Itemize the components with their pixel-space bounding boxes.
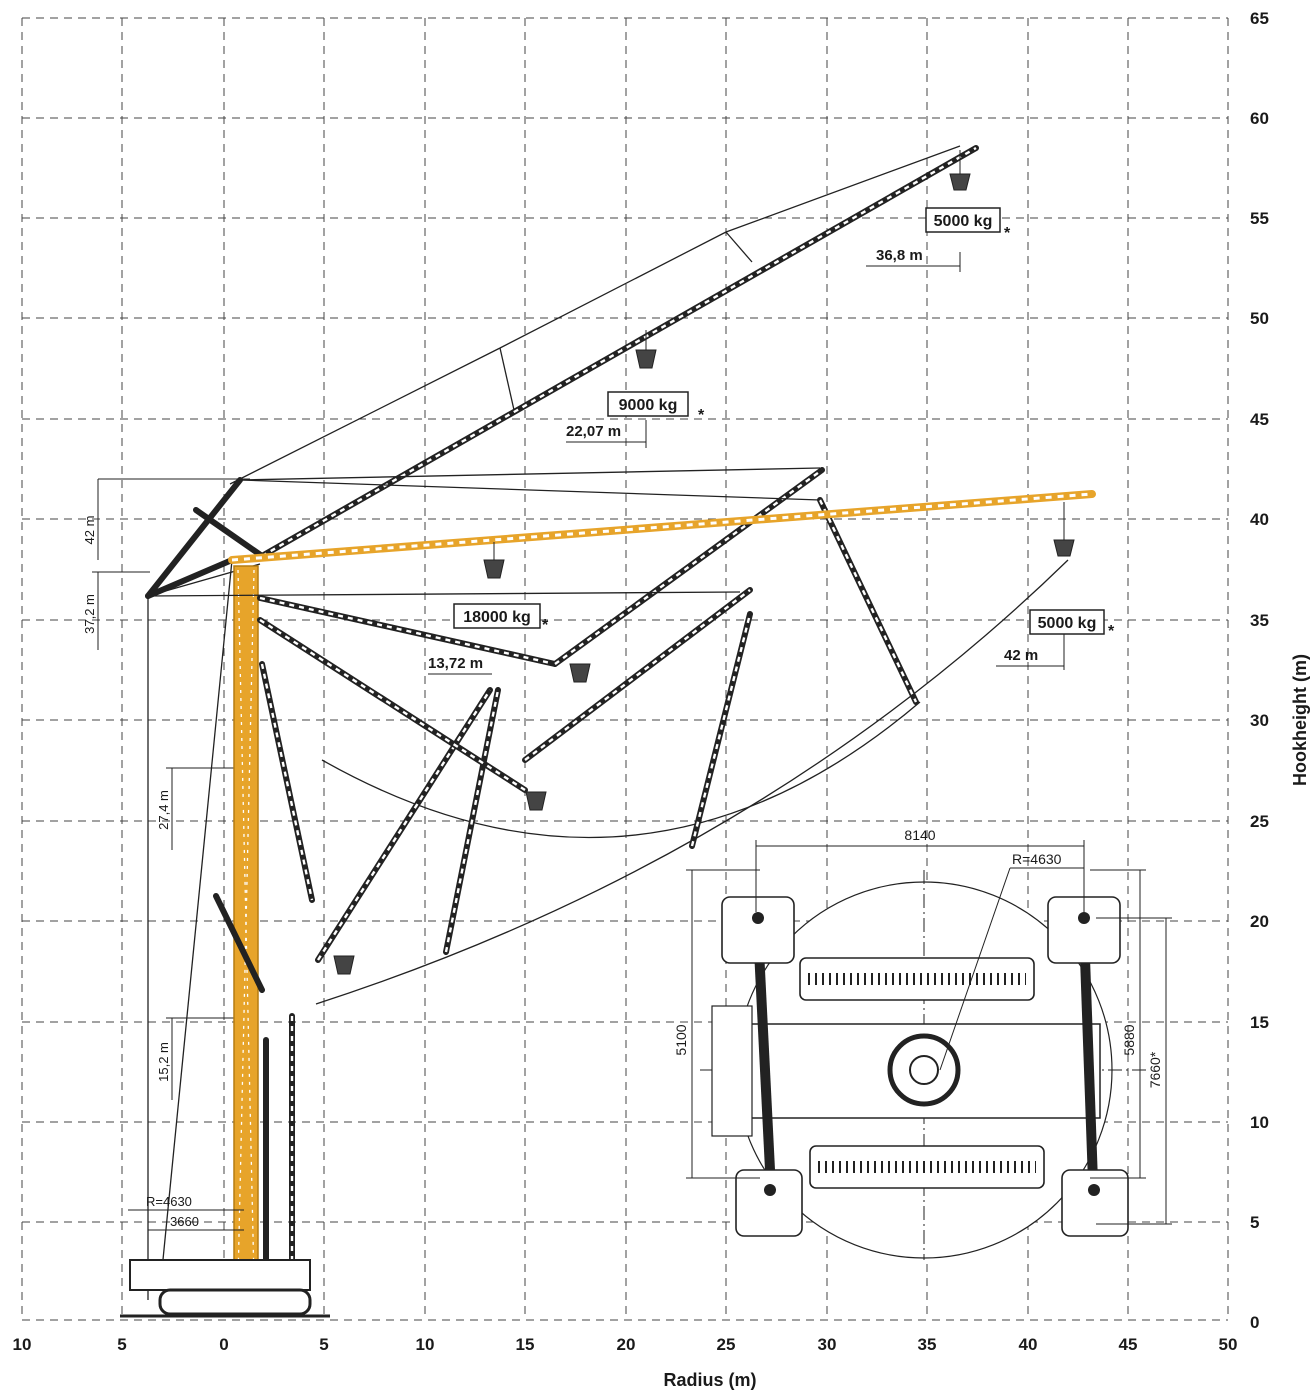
working-envelope-curve <box>315 559 1069 1005</box>
y-tick: 60 <box>1250 109 1269 128</box>
x-tick: 20 <box>617 1335 636 1354</box>
y-tick: 20 <box>1250 912 1269 931</box>
y-tick: 5 <box>1250 1213 1259 1232</box>
plan-left-height-label: 5100 <box>673 1024 689 1055</box>
y-tick: 35 <box>1250 611 1269 630</box>
hook-tip-horizontal <box>1053 502 1075 557</box>
plan-right-height-b-label: 7660* <box>1147 1051 1163 1088</box>
load-label-tip-horizontal: 5000 kg * 42 m <box>1004 609 1115 664</box>
load-radius: 22,07 m <box>566 423 621 440</box>
hook-tip-high <box>949 150 971 191</box>
height-label-37: 37,2 m <box>82 594 97 634</box>
plan-width-label: 8140 <box>904 827 935 843</box>
hook-mid-high <box>635 330 657 369</box>
y-tick: 50 <box>1250 309 1269 328</box>
y-tick: 10 <box>1250 1113 1269 1132</box>
plan-radius-label: R=4630 <box>1012 851 1062 867</box>
y-tick: 25 <box>1250 812 1269 831</box>
load-label-mid-high: 9000 kg * 22,07 m <box>566 391 705 440</box>
x-tick: 15 <box>516 1335 535 1354</box>
load-radius: 36,8 m <box>876 247 923 264</box>
x-tick: 5 <box>117 1335 126 1354</box>
plan-right-height-a-label: 5880 <box>1121 1024 1137 1055</box>
load-value: 5000 kg <box>934 213 993 230</box>
y-tick-labels: 65 60 55 50 45 40 35 30 25 20 15 10 5 0 <box>1250 9 1269 1332</box>
load-value: 18000 kg <box>463 609 531 626</box>
hook-max <box>483 542 505 579</box>
x-tick: 5 <box>319 1335 328 1354</box>
load-star: * <box>542 617 549 634</box>
load-star: * <box>698 407 705 424</box>
height-label-27: 27,4 m <box>156 790 171 830</box>
y-tick: 55 <box>1250 209 1269 228</box>
y-tick: 45 <box>1250 410 1269 429</box>
y-axis-title: Hookheight (m) <box>1290 654 1310 786</box>
x-tick: 25 <box>717 1335 736 1354</box>
y-tick: 40 <box>1250 510 1269 529</box>
load-star: * <box>1108 623 1115 640</box>
height-label-42: 42 m <box>82 516 97 545</box>
base-radius-label: R=4630 <box>146 1194 192 1209</box>
load-star: * <box>1004 225 1011 242</box>
y-tick: 65 <box>1250 9 1269 28</box>
load-label-max: 18000 kg * 13,72 m <box>428 603 549 672</box>
y-tick: 15 <box>1250 1013 1269 1032</box>
load-value: 5000 kg <box>1038 615 1097 632</box>
x-tick: 50 <box>1219 1335 1238 1354</box>
plan-view <box>686 840 1172 1260</box>
x-tick: 45 <box>1119 1335 1138 1354</box>
x-axis-title: Radius (m) <box>663 1370 756 1390</box>
height-label-15: 15,2 m <box>156 1042 171 1082</box>
y-tick: 30 <box>1250 711 1269 730</box>
x-tick: 10 <box>416 1335 435 1354</box>
envelope-arc <box>321 701 921 839</box>
base-width-label: 3660 <box>170 1214 199 1229</box>
x-tick: 30 <box>818 1335 837 1354</box>
load-radius: 13,72 m <box>428 655 483 672</box>
crane-elevation <box>92 145 1096 1318</box>
x-tick-labels: 10 5 0 5 10 15 20 25 30 35 40 45 50 <box>13 1335 1238 1354</box>
load-label-tip-high: 5000 kg * 36,8 m <box>876 207 1011 264</box>
load-radius: 42 m <box>1004 647 1038 664</box>
x-tick: 35 <box>918 1335 937 1354</box>
x-tick: 10 <box>13 1335 32 1354</box>
x-tick: 40 <box>1019 1335 1038 1354</box>
y-tick: 0 <box>1250 1313 1259 1332</box>
load-value: 9000 kg <box>619 397 678 414</box>
x-tick: 0 <box>219 1335 228 1354</box>
